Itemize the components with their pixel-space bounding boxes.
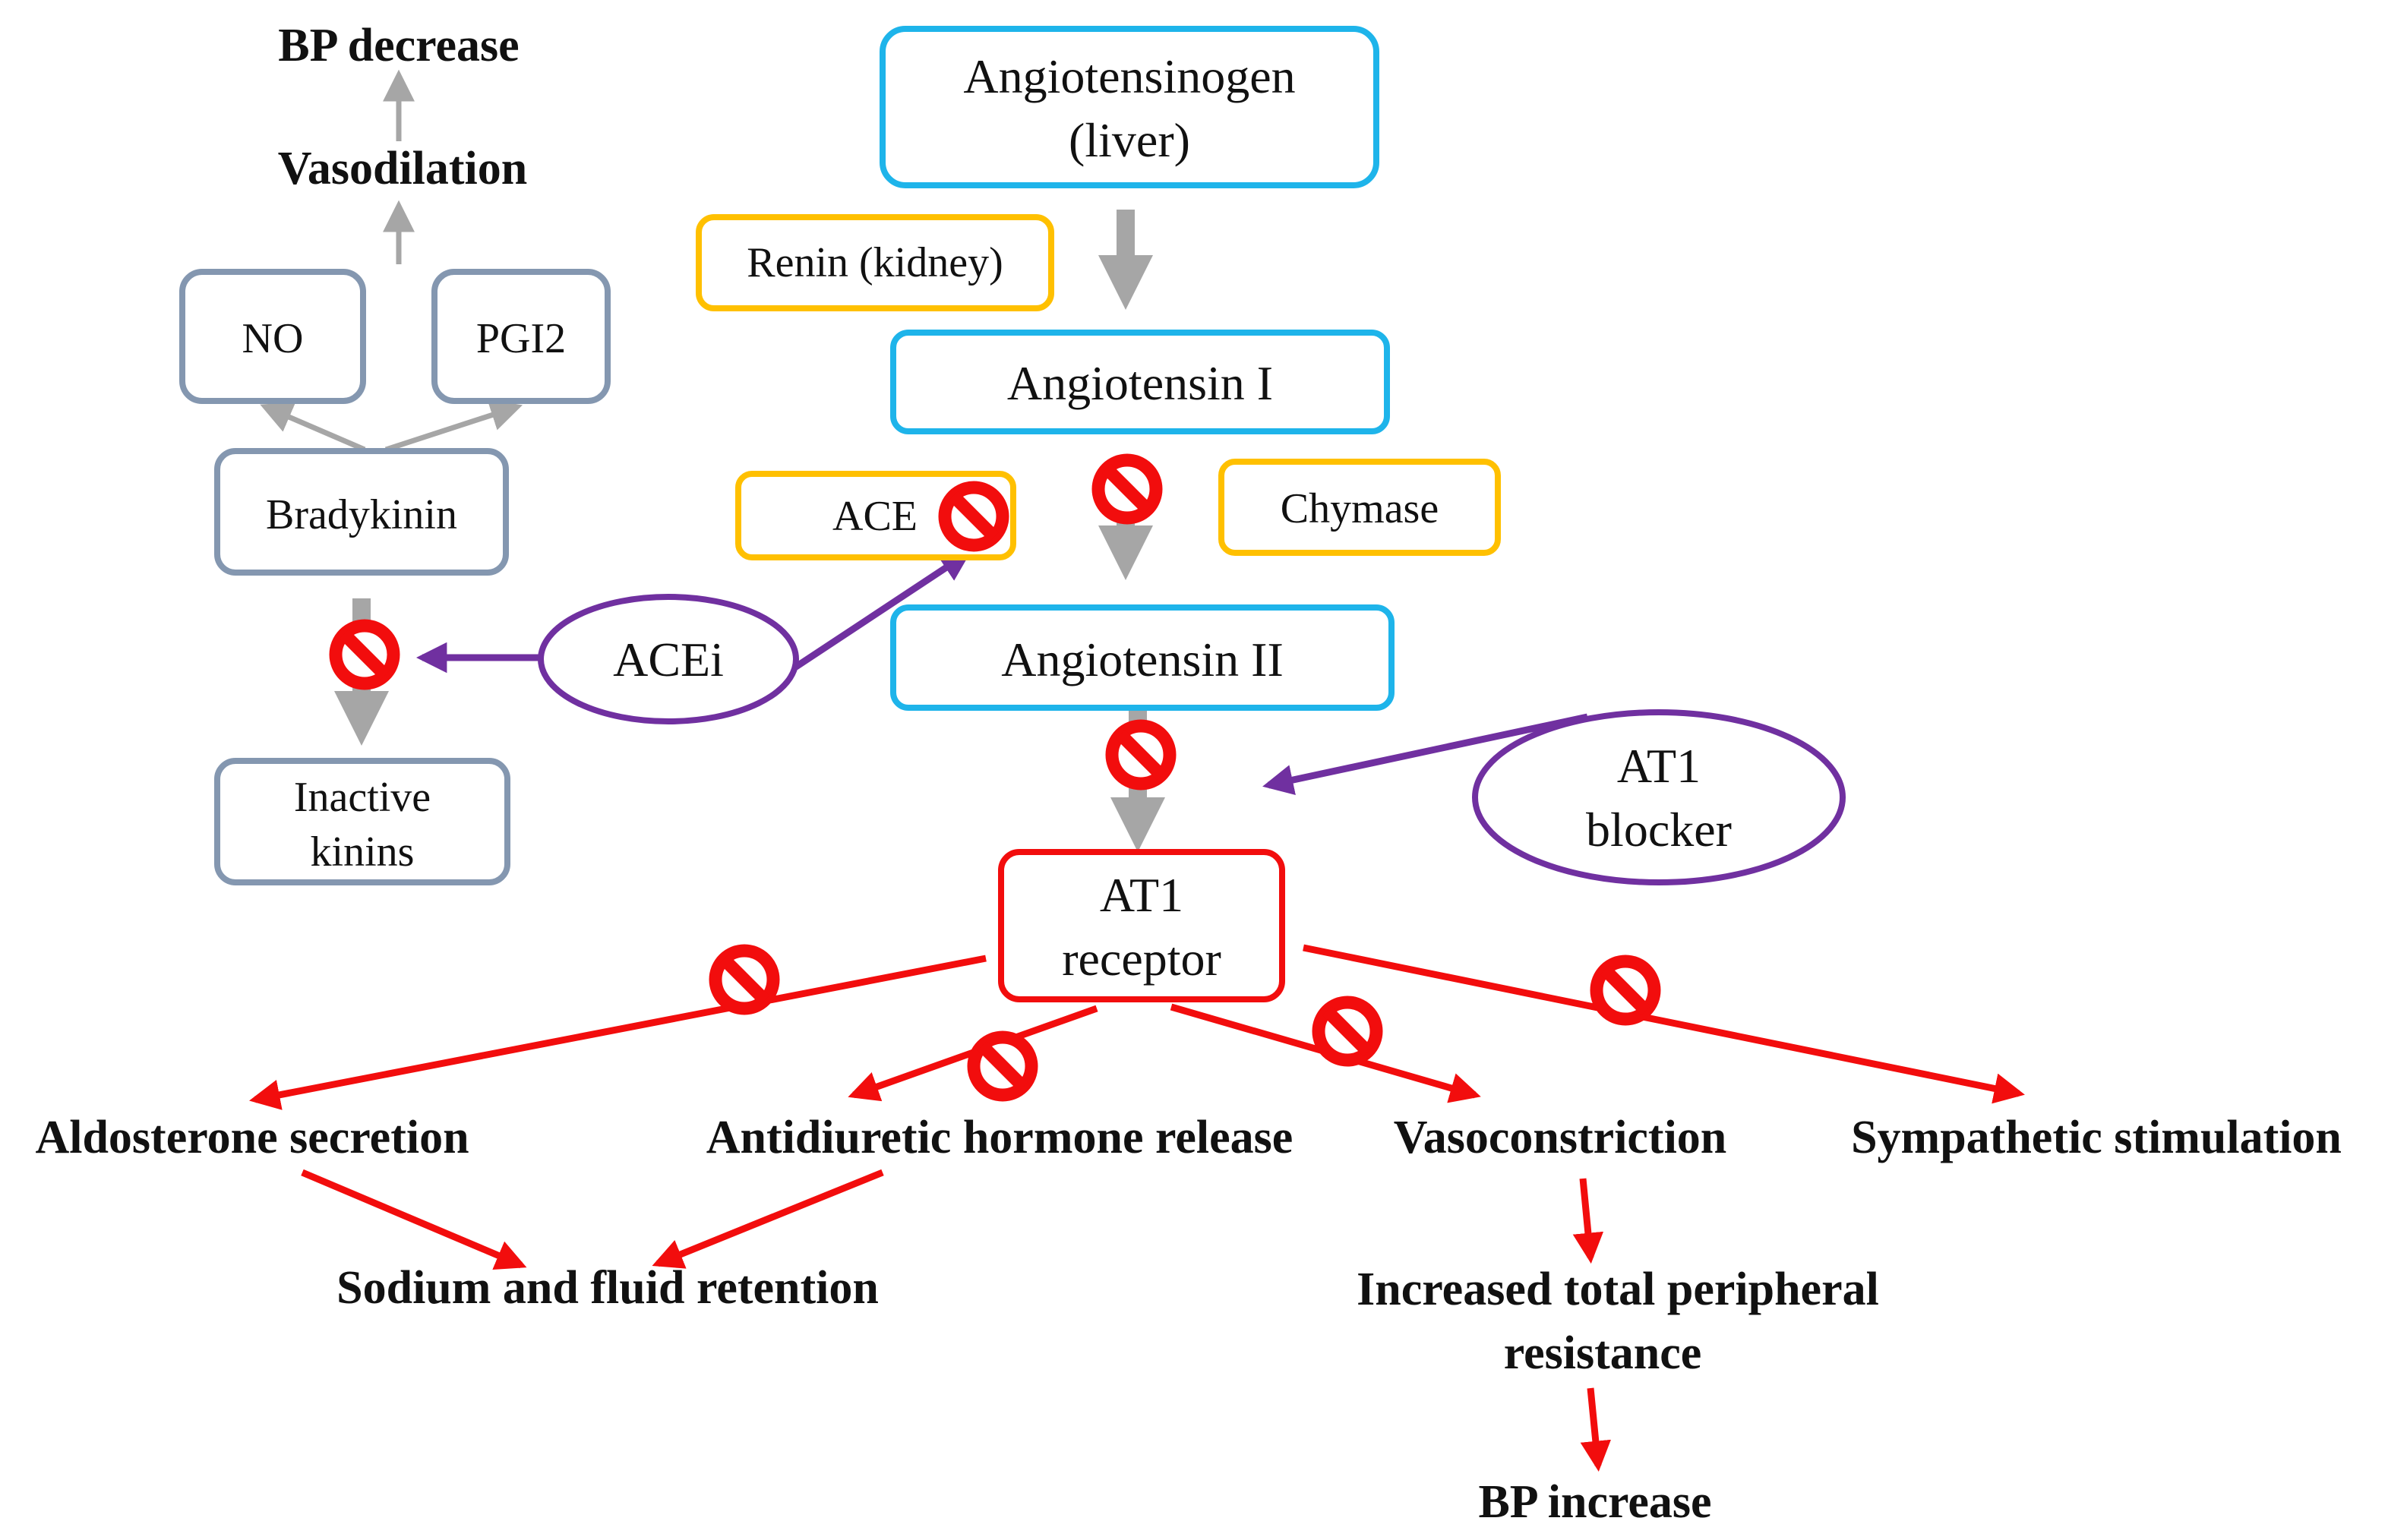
bradykinin-label: Bradykinin (266, 491, 457, 538)
drug-at1-blocker: AT1 blocker (1472, 709, 1846, 885)
angiotensinogen-label: Angiotensinogen (963, 49, 1295, 103)
bp-decrease-label: BP decrease (278, 20, 519, 71)
prohibition-sign-icon (1319, 1002, 1376, 1060)
node-bradykinin: Bradykinin (214, 448, 509, 576)
arrow-acei-to-ace (791, 551, 971, 671)
node-angiotensinogen: Angiotensinogen (liver) (880, 26, 1379, 188)
angiotensinogen-sublabel: (liver) (1069, 113, 1190, 167)
at1-receptor-label: AT1 (1100, 868, 1183, 922)
bp-increase-label: BP increase (1478, 1476, 1711, 1528)
aldosterone-secretion-label: Aldosterone secretion (35, 1112, 469, 1163)
prohibition-sign-icon (336, 626, 393, 683)
arrow-vasoconstriction-to-tpr (1572, 1178, 1604, 1264)
node-chymase: Chymase (1218, 459, 1501, 556)
angiotensin-ii-label: Angiotensin II (1001, 633, 1284, 686)
at1-blocker-label: AT1 (1617, 739, 1701, 793)
node-no: NO (179, 269, 366, 404)
node-at1-receptor: AT1 receptor (998, 849, 1285, 1002)
sympathetic-stimulation-label: Sympathetic stimulation (1851, 1112, 2342, 1163)
prohibition-sign-icon (1597, 961, 1654, 1019)
node-renin: Renin (kidney) (696, 214, 1054, 311)
arrow-bradykinin-to-pgi2 (384, 399, 523, 453)
arrow-adh-to-sodium (652, 1169, 884, 1269)
at1-receptor-sublabel: receptor (1062, 932, 1221, 986)
node-pgi2: PGI2 (431, 269, 611, 404)
inactive-kinins-sublabel: kinins (311, 828, 415, 876)
cascade-arrow-agt-to-ang1 (1098, 210, 1153, 310)
prohibition-sign-icon (945, 488, 1003, 545)
arrow-at1-to-aldosterone (249, 955, 987, 1110)
node-inactive-kinins: Inactive kinins (214, 758, 510, 885)
sodium-fluid-retention-label: Sodium and fluid retention (336, 1262, 879, 1314)
node-angiotensin-i: Angiotensin I (890, 330, 1390, 434)
ace-label: ACE (832, 493, 918, 540)
arrow-bradykinin-to-no (260, 402, 366, 453)
node-angiotensin-ii: Angiotensin II (890, 604, 1395, 711)
prohibition-sign-icon (715, 951, 773, 1008)
vasodilation-label: Vasodilation (278, 143, 528, 194)
arrow-tpr-to-bp-increase (1580, 1387, 1611, 1472)
acei-label: ACEi (613, 633, 724, 686)
drug-acei: ACEi (538, 594, 799, 724)
increased-tpr-label: Increased total peripheral (1357, 1264, 1879, 1315)
arrow-aldosterone-to-sodium (301, 1169, 527, 1270)
node-ace: ACE (735, 471, 1016, 560)
inactive-kinins-label: Inactive (294, 774, 431, 821)
angiotensin-i-label: Angiotensin I (1007, 356, 1273, 410)
renin-label: Renin (kidney) (747, 239, 1003, 286)
at1-blocker-sublabel: blocker (1586, 803, 1732, 857)
prohibition-sign-icon (974, 1037, 1031, 1095)
prohibition-sign-icon (1098, 460, 1156, 518)
chymase-label: Chymase (1281, 485, 1439, 532)
prohibition-sign-icon (1112, 726, 1170, 784)
arrow-at1-blocker-to-at1 (1262, 713, 1588, 796)
vasoconstriction-label: Vasoconstriction (1394, 1112, 1727, 1163)
pgi2-label: PGI2 (476, 315, 566, 362)
resistance-label: resistance (1504, 1327, 1702, 1379)
adh-release-label: Antidiuretic hormone release (706, 1112, 1294, 1163)
no-label: NO (242, 315, 304, 362)
arrow-at1-to-sympathetic (1303, 944, 2025, 1104)
